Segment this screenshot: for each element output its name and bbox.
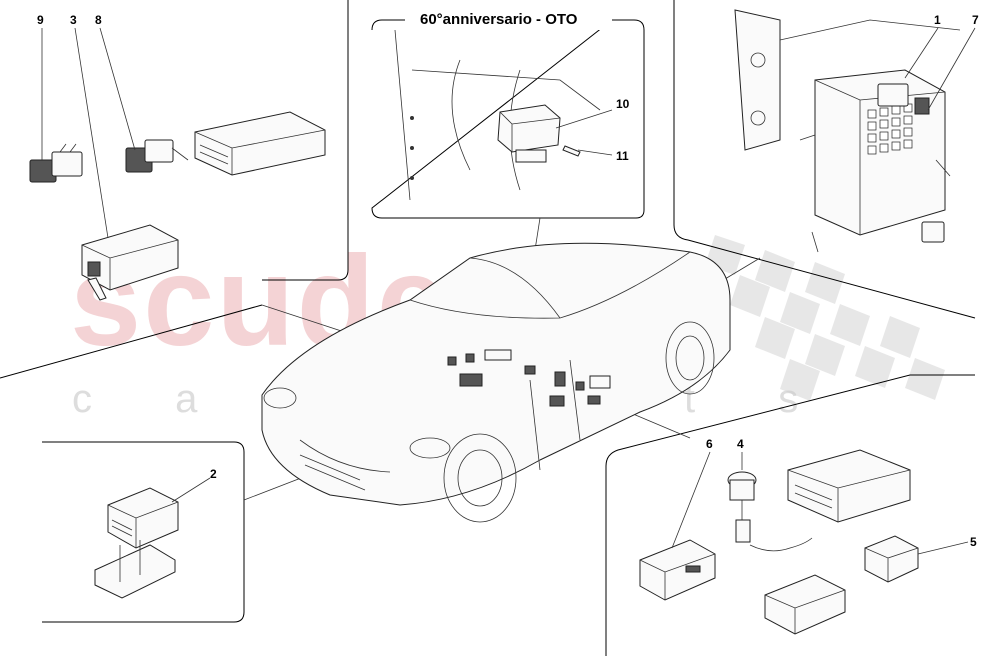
relay-part-8[interactable] [125,139,189,173]
checkered-flag-watermark [705,235,945,401]
bolt-fuse-box[interactable] [811,231,819,253]
callout-6: 6 [706,437,713,451]
control-unit-part-3[interactable] [81,224,179,301]
oto-module-part-10[interactable] [497,104,561,163]
callout-9: 9 [37,13,44,27]
module-bottom-center[interactable] [764,574,846,635]
car-outline [261,242,731,523]
relay-part-7[interactable] [877,83,951,177]
inset-title: 60°anniversario - OTO [420,11,578,28]
panel-borders [0,0,976,656]
callout-3: 3 [70,13,77,27]
relay-part-9[interactable] [29,143,83,183]
callout-8: 8 [95,13,102,27]
callout-1: 1 [934,13,941,27]
inset-oto: 60°anniversario - OTO [394,10,612,201]
small-relay-right[interactable] [921,221,945,243]
callout-10: 10 [616,97,630,111]
sensor-bracket [94,540,176,599]
screw-part-11[interactable] [562,145,581,157]
fuse-box-part-1[interactable] [814,69,946,236]
callout-11: 11 [616,149,629,163]
callout-4: 4 [737,437,744,451]
control-unit-part-6[interactable] [639,539,716,601]
callout-leaders [41,27,976,555]
ecu-module-top-left[interactable] [194,111,326,176]
sensor-part-2[interactable] [107,487,179,549]
car-component-markers [447,349,611,407]
callout-5: 5 [970,535,977,549]
callout-2: 2 [210,467,217,481]
callout-7: 7 [972,13,979,27]
switch-part-4[interactable] [727,471,813,552]
ecu-module-bottom-right[interactable] [787,449,911,523]
module-part-5[interactable] [864,535,919,583]
